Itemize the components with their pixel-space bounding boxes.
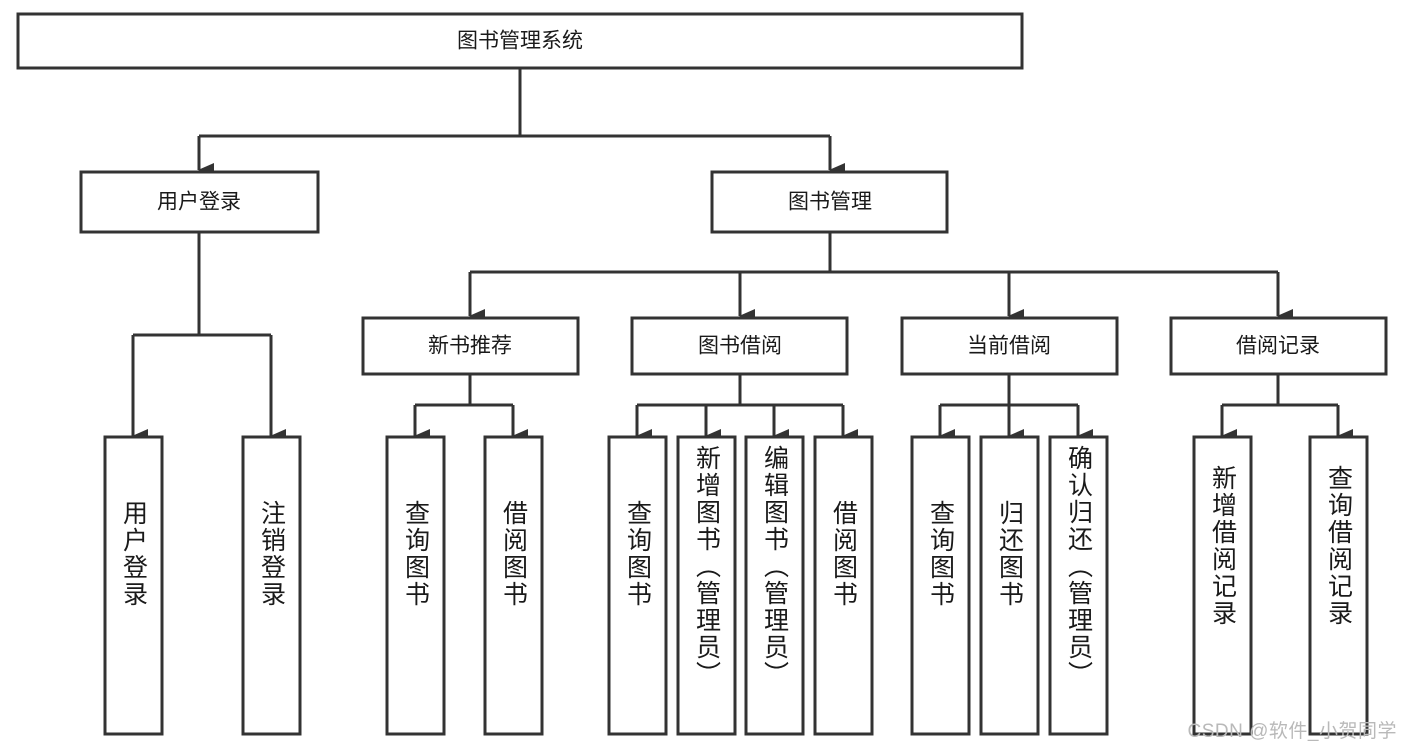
leaf-box-query-book-1[interactable] [385, 435, 446, 736]
node-current-borrow-label: 当前借阅 [967, 335, 1051, 358]
leaf-box-query-borrow-record[interactable] [1308, 435, 1369, 736]
leaf-box-edit-book-admin[interactable] [744, 435, 805, 736]
node-book-management-label: 图书管理 [788, 191, 872, 214]
node-root-label: 图书管理系统 [457, 30, 583, 53]
leaf-box-query-book-3[interactable] [910, 435, 971, 736]
leaf-box-add-borrow-record[interactable] [1192, 435, 1253, 736]
node-book-borrow-label: 图书借阅 [698, 335, 782, 358]
leaf-box-add-book-admin[interactable] [676, 435, 737, 736]
leaf-box-query-book-2[interactable] [607, 435, 668, 736]
leaf-box-return-book[interactable] [979, 435, 1040, 736]
node-user-login-label: 用户登录 [157, 191, 241, 214]
node-borrow-record-box[interactable] [1169, 316, 1388, 376]
node-root-box[interactable] [16, 12, 1024, 70]
node-new-book-recommend-box[interactable] [361, 316, 580, 376]
node-borrow-record-label: 借阅记录 [1236, 335, 1320, 358]
node-current-borrow-box[interactable] [900, 316, 1119, 376]
leaf-box-user-login[interactable] [103, 435, 164, 736]
node-new-book-recommend-label: 新书推荐 [428, 335, 512, 358]
leaf-box-borrow-book-1[interactable] [483, 435, 544, 736]
leaf-box-confirm-return-admin[interactable] [1048, 435, 1109, 736]
node-book-borrow-box[interactable] [630, 316, 849, 376]
node-book-management-box[interactable] [710, 170, 949, 234]
leaf-box-borrow-book-2[interactable] [813, 435, 874, 736]
leaf-box-logout[interactable] [241, 435, 302, 736]
csdn-watermark: CSDN @软件_小贺同学 [1187, 721, 1397, 742]
